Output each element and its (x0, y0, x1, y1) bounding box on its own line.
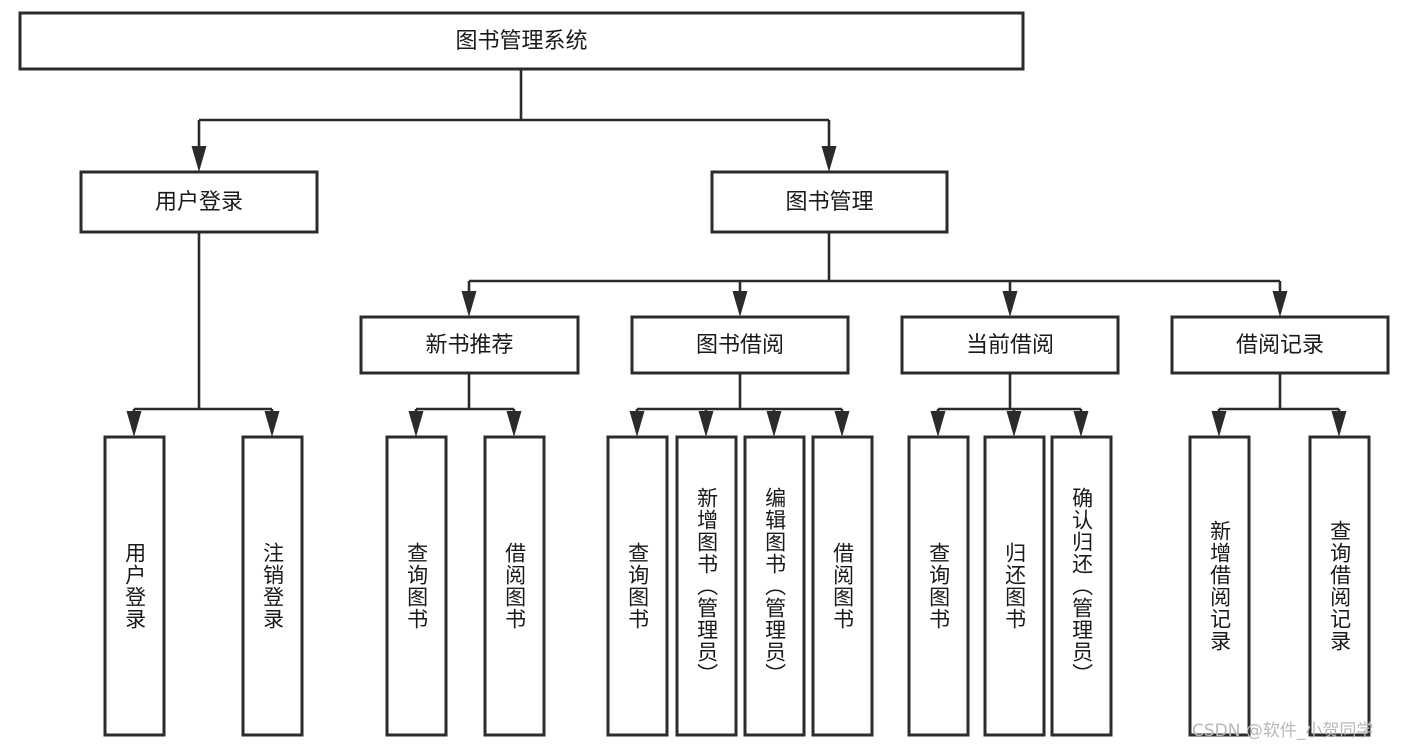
connectors-layer (126, 69, 1347, 437)
node-leaf-add-borrow-record[interactable] (1188, 435, 1251, 737)
node-new-book-recommend[interactable] (359, 315, 580, 375)
arrow-head-icon (821, 146, 837, 172)
arrow-head-icon (1272, 291, 1288, 317)
node-leaf-query-book-2[interactable] (606, 435, 669, 737)
csdn-watermark: CSDN @软件_小贺同学 (1192, 721, 1374, 741)
node-leaf-add-book[interactable] (675, 435, 738, 737)
node-user-login[interactable] (79, 170, 319, 234)
node-book-management[interactable] (710, 170, 949, 234)
node-book-borrow-label: 图书借阅 (696, 333, 784, 358)
arrow-head-icon (1073, 411, 1089, 437)
node-borrow-record[interactable] (1170, 315, 1390, 375)
arrow-head-icon (191, 146, 207, 172)
node-root-label: 图书管理系统 (455, 29, 587, 54)
node-current-borrow-label: 当前借阅 (966, 333, 1054, 358)
node-leaf-edit-book[interactable] (743, 435, 806, 737)
arrow-head-icon (1331, 411, 1347, 437)
arrow-head-icon (264, 411, 280, 437)
node-book-borrow[interactable] (630, 315, 850, 375)
arrow-head-icon (834, 411, 850, 437)
node-root[interactable] (18, 11, 1025, 71)
arrow-head-icon (629, 411, 645, 437)
arrow-head-icon (461, 291, 477, 317)
node-leaf-query-book-3[interactable] (907, 435, 970, 737)
arrow-head-icon (1211, 411, 1227, 437)
node-leaf-confirm-return[interactable] (1050, 435, 1113, 737)
arrow-head-icon (732, 291, 748, 317)
arrow-head-icon (698, 411, 714, 437)
node-user-login-label: 用户登录 (155, 190, 243, 215)
arrow-head-icon (766, 411, 782, 437)
node-leaf-query-borrow-record[interactable] (1308, 435, 1371, 737)
arrow-head-icon (1002, 291, 1018, 317)
arrow-head-icon (408, 411, 424, 437)
node-leaf-borrow-book-1[interactable] (483, 435, 546, 737)
node-borrow-record-label: 借阅记录 (1236, 333, 1324, 358)
boxes-layer (18, 11, 1390, 737)
node-book-management-label: 图书管理 (785, 190, 873, 215)
node-new-book-recommend-label: 新书推荐 (425, 333, 513, 358)
node-current-borrow[interactable] (900, 315, 1120, 375)
arrow-head-icon (506, 411, 522, 437)
node-leaf-query-book-1[interactable] (385, 435, 448, 737)
node-leaf-borrow-book-2[interactable] (811, 435, 874, 737)
node-leaf-return-book[interactable] (983, 435, 1046, 737)
arrow-head-icon (930, 411, 946, 437)
arrow-head-icon (1006, 411, 1022, 437)
node-leaf-user-login[interactable] (103, 435, 166, 737)
arrow-head-icon (126, 411, 142, 437)
node-leaf-logout-login[interactable] (241, 435, 304, 737)
